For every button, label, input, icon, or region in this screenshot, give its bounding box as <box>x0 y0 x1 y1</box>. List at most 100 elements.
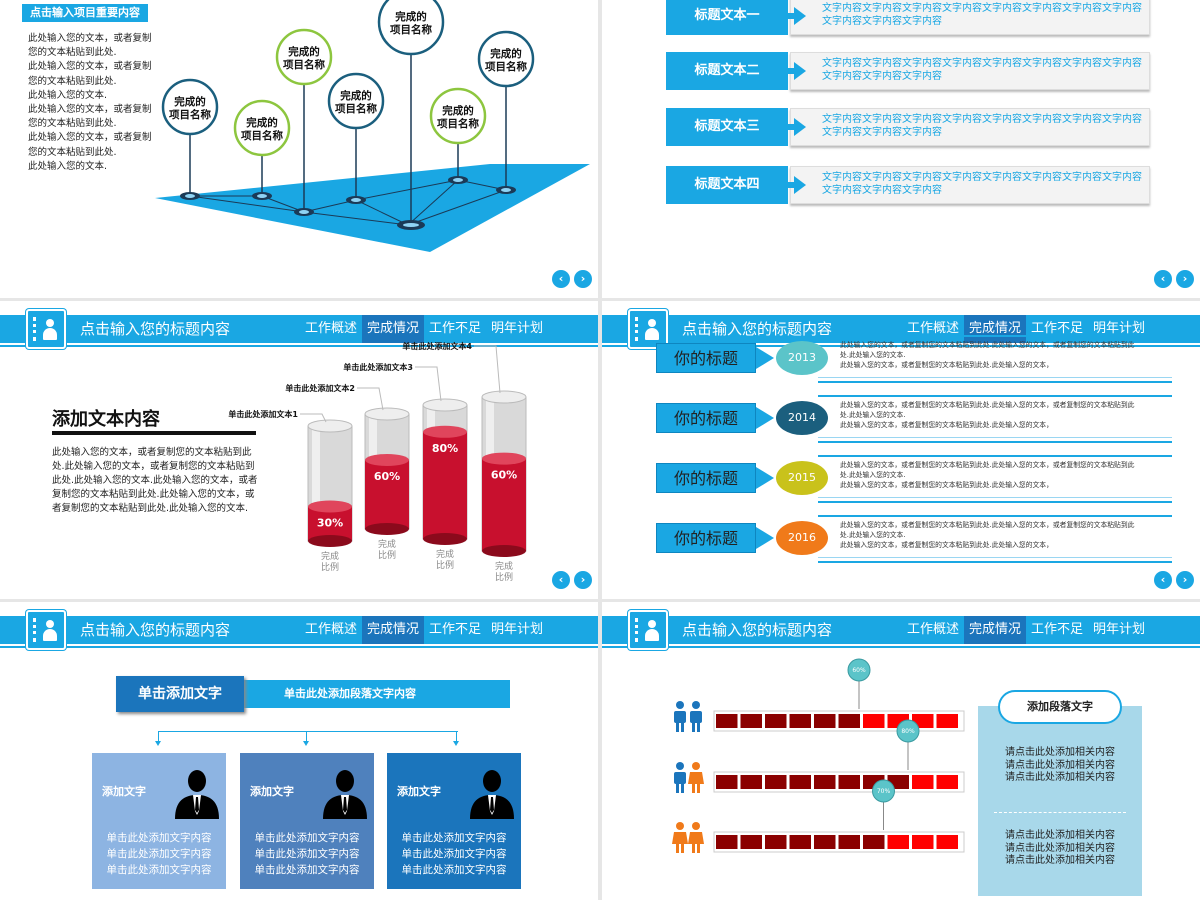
nav-tab-active[interactable]: 完成情况 <box>963 315 1026 343</box>
section-tag[interactable]: 点击输入项目重要内容 <box>22 4 148 22</box>
slide-cylinder-chart[interactable]: 点击输入您的标题内容 工作概述 完成情况 工作不足 明年计划 添加文本内容 此处… <box>0 301 598 599</box>
row-label[interactable]: 你的标题 <box>656 463 756 493</box>
card-body-line: 单击此处添加文字内容 <box>401 832 507 844</box>
year-badge[interactable]: 2014 <box>776 401 828 435</box>
slide-org-cards[interactable]: 点击输入您的标题内容 工作概述 完成情况 工作不足 明年计划 单击此处添加段落文… <box>0 602 598 900</box>
slide-people-progress[interactable]: 点击输入您的标题内容 工作概述 完成情况 工作不足 明年计划 60%80%70%… <box>602 602 1200 900</box>
paragraph-bar[interactable]: 单击此处添加段落文字内容 <box>244 680 510 708</box>
callout-line <box>357 387 384 411</box>
slide-project-map[interactable]: 完成的项目名称完成的项目名称完成的项目名称完成的项目名称完成的项目名称完成的项目… <box>0 0 598 298</box>
slide1-paragraph[interactable]: 此处输入您的文本，或者复制您的文本粘贴到此处. 此处输入您的文本，或者复制您的文… <box>28 33 152 172</box>
row-text[interactable]: 文字内容文字内容文字内容文字内容文字内容文字内容文字内容文字内容文字内容文字内容… <box>822 3 1142 27</box>
progress-segment <box>716 835 738 849</box>
category-label: 单击此处添加文本3 <box>343 362 413 372</box>
card-body[interactable]: 单击此处添加文字内容单击此处添加文字内容单击此处添加文字内容 <box>240 830 374 878</box>
title-row[interactable]: 标题文本二 文字内容文字内容文字内容文字内容文字内容文字内容文字内容文字内容文字… <box>666 52 1150 90</box>
card-body[interactable]: 单击此处添加文字内容单击此处添加文字内容单击此处添加文字内容 <box>92 830 226 878</box>
contact-card-icon <box>628 610 668 650</box>
title-row[interactable]: 标题文本四 文字内容文字内容文字内容文字内容文字内容文字内容文字内容文字内容文字… <box>666 166 1150 204</box>
row-label[interactable]: 你的标题 <box>656 403 756 433</box>
card-body[interactable]: 单击此处添加文字内容单击此处添加文字内容单击此处添加文字内容 <box>387 830 521 878</box>
row-text[interactable]: 此处输入您的文本，或者复制您的文本粘贴到此处.此处输入您的文本，或者复制您的文本… <box>840 341 1135 370</box>
nav-tab[interactable]: 工作概述 <box>304 622 357 637</box>
progress-segment <box>863 835 885 849</box>
prev-arrow-icon[interactable]: ‹ <box>552 270 570 288</box>
next-arrow-icon[interactable]: › <box>1176 270 1194 288</box>
row-title[interactable]: 标题文本四 <box>666 166 788 204</box>
contact-card-icon <box>26 309 66 349</box>
panel-text-line[interactable]: 请点击此处添加相关内容 <box>1005 842 1115 854</box>
timeline-row[interactable]: 此处输入您的文本，或者复制您的文本粘贴到此处.此处输入您的文本，或者复制您的文本… <box>656 395 1176 443</box>
nav-tab[interactable]: 工作不足 <box>428 321 481 336</box>
pin-label: 完成的 <box>174 95 206 108</box>
panel-text-line[interactable]: 请点击此处添加相关内容 <box>1005 747 1115 758</box>
card-title[interactable]: 添加文字 <box>102 785 146 798</box>
businessman-icon <box>323 770 367 819</box>
progress-segment <box>765 714 787 728</box>
nav-tab[interactable]: 工作不足 <box>1030 321 1083 336</box>
row-text[interactable]: 此处输入您的文本，或者复制您的文本粘贴到此处.此处输入您的文本，或者复制您的文本… <box>840 521 1135 550</box>
info-card[interactable]: 添加文字单击此处添加文字内容单击此处添加文字内容单击此处添加文字内容 <box>92 753 226 889</box>
header-title[interactable]: 点击输入您的标题内容 <box>80 621 231 639</box>
panel-text-line[interactable]: 请点击此处添加相关内容 <box>1005 772 1115 783</box>
prev-arrow-icon[interactable]: ‹ <box>552 571 570 589</box>
row-text[interactable]: 此处输入您的文本，或者复制您的文本粘贴到此处.此处输入您的文本，或者复制您的文本… <box>840 401 1135 430</box>
year-badge[interactable]: 2015 <box>776 461 828 495</box>
nav-tab[interactable]: 明年计划 <box>1092 622 1145 637</box>
row-text[interactable]: 此处输入您的文本，或者复制您的文本粘贴到此处.此处输入您的文本，或者复制您的文本… <box>840 461 1135 490</box>
row-label[interactable]: 你的标题 <box>656 523 756 553</box>
callout-line <box>300 413 327 423</box>
row-title[interactable]: 标题文本三 <box>666 108 788 146</box>
nav-tab[interactable]: 工作不足 <box>1030 622 1083 637</box>
timeline-row[interactable]: 此处输入您的文本，或者复制您的文本粘贴到此处.此处输入您的文本，或者复制您的文本… <box>656 335 1176 383</box>
row-text[interactable]: 文字内容文字内容文字内容文字内容文字内容文字内容文字内容文字内容文字内容文字内容… <box>822 114 1142 138</box>
prev-arrow-icon[interactable]: ‹ <box>1154 270 1172 288</box>
info-card[interactable]: 添加文字单击此处添加文字内容单击此处添加文字内容单击此处添加文字内容 <box>387 753 521 889</box>
row-label[interactable]: 你的标题 <box>656 343 756 373</box>
timeline-row[interactable]: 此处输入您的文本，或者复制您的文本粘贴到此处.此处输入您的文本，或者复制您的文本… <box>656 515 1176 563</box>
next-arrow-icon[interactable]: › <box>574 571 592 589</box>
nav-tab-active[interactable]: 完成情况 <box>963 616 1026 644</box>
card-title[interactable]: 添加文字 <box>250 785 294 798</box>
panel-text-line[interactable]: 请点击此处添加相关内容 <box>1005 830 1115 841</box>
nav-tab[interactable]: 工作概述 <box>906 622 959 637</box>
slide-title-list[interactable]: 标题文本一 文字内容文字内容文字内容文字内容文字内容文字内容文字内容文字内容文字… <box>602 0 1200 298</box>
panel-text-line[interactable]: 请点击此处添加相关内容 <box>1005 855 1115 866</box>
pin-label: 项目名称 <box>485 60 527 73</box>
panel-title[interactable]: 添加段落文字 <box>998 690 1122 724</box>
nav-tab[interactable]: 工作不足 <box>428 622 481 637</box>
header-title[interactable]: 点击输入您的标题内容 <box>682 320 833 338</box>
progress-segment <box>740 835 762 849</box>
row-text[interactable]: 文字内容文字内容文字内容文字内容文字内容文字内容文字内容文字内容文字内容文字内容… <box>822 172 1142 196</box>
content-heading[interactable]: 添加文本内容 <box>52 409 160 430</box>
nav-tab-active[interactable]: 完成情况 <box>361 315 424 343</box>
nav-tab[interactable]: 明年计划 <box>490 622 543 637</box>
nav-tab[interactable]: 明年计划 <box>1092 321 1145 336</box>
title-row[interactable]: 标题文本一 文字内容文字内容文字内容文字内容文字内容文字内容文字内容文字内容文字… <box>666 0 1150 35</box>
year-badge[interactable]: 2013 <box>776 341 828 375</box>
header-title[interactable]: 点击输入您的标题内容 <box>80 320 231 338</box>
content-body[interactable]: 此处输入您的文本，或者复制您的文本粘贴到此处.此处输入您的文本，或者复制您的文本… <box>52 447 258 514</box>
bar-value-label: 60% <box>374 470 400 483</box>
nav-tab[interactable]: 工作概述 <box>304 321 357 336</box>
year-badge[interactable]: 2016 <box>776 521 828 555</box>
row-title[interactable]: 标题文本一 <box>666 0 788 35</box>
header-title[interactable]: 点击输入您的标题内容 <box>682 621 833 639</box>
nav-tab[interactable]: 明年计划 <box>490 321 543 336</box>
timeline-row[interactable]: 此处输入您的文本，或者复制您的文本粘贴到此处.此处输入您的文本，或者复制您的文本… <box>656 455 1176 503</box>
title-row[interactable]: 标题文本三 文字内容文字内容文字内容文字内容文字内容文字内容文字内容文字内容文字… <box>666 108 1150 146</box>
main-text-box[interactable]: 单击添加文字 <box>116 676 244 712</box>
slide-timeline[interactable]: 点击输入您的标题内容 工作概述 完成情况 工作不足 明年计划 此处输入您的文本，… <box>602 301 1200 599</box>
row-text[interactable]: 文字内容文字内容文字内容文字内容文字内容文字内容文字内容文字内容文字内容文字内容… <box>822 58 1142 82</box>
card-title[interactable]: 添加文字 <box>397 785 441 798</box>
bar-axis-label: 比例 <box>495 571 513 583</box>
prev-arrow-icon[interactable]: ‹ <box>1154 571 1172 589</box>
next-arrow-icon[interactable]: › <box>574 270 592 288</box>
nav-tab-active[interactable]: 完成情况 <box>361 616 424 644</box>
next-arrow-icon[interactable]: › <box>1176 571 1194 589</box>
row-title[interactable]: 标题文本二 <box>666 52 788 90</box>
panel-text-line[interactable]: 请点击此处添加相关内容 <box>1005 759 1115 771</box>
progress-segment <box>740 775 762 789</box>
info-card[interactable]: 添加文字单击此处添加文字内容单击此处添加文字内容单击此处添加文字内容 <box>240 753 374 889</box>
nav-tab[interactable]: 工作概述 <box>906 321 959 336</box>
